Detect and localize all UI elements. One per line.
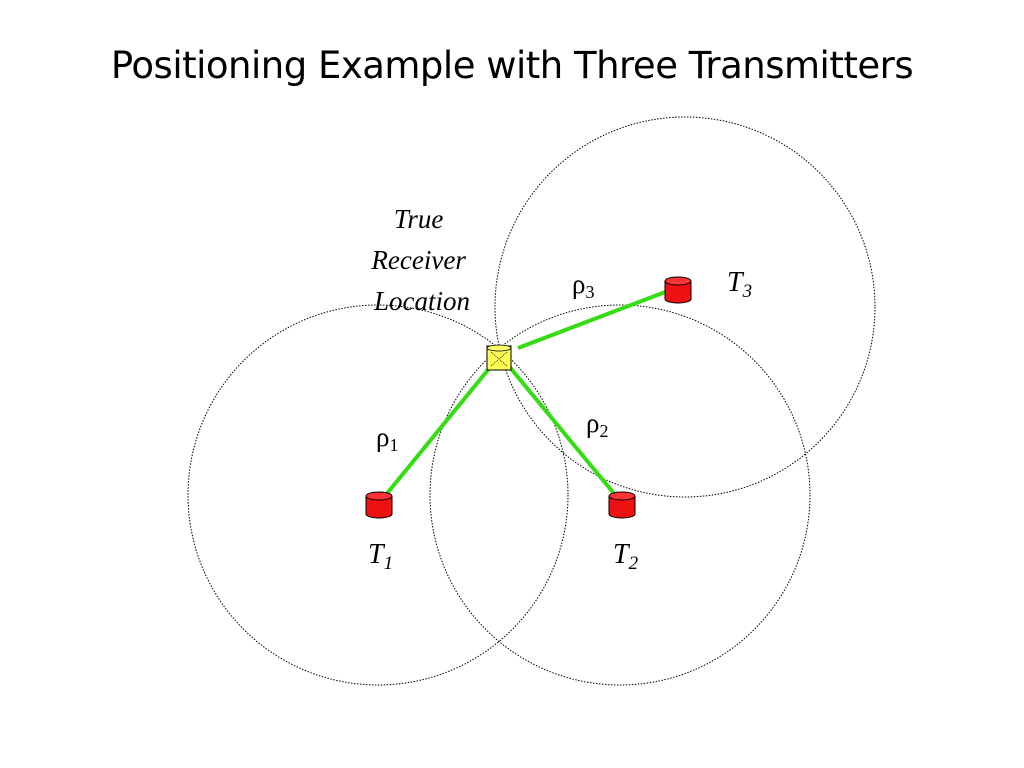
range-line-rho1 [378,363,494,504]
receiver-label: True Receiver Location [370,204,472,316]
range-line-rho2 [506,363,623,504]
range-circle-t1 [187,304,569,686]
receiver-icon [486,344,512,371]
page-title: Positioning Example with Three Transmitt… [110,44,914,87]
range-circle-t2 [429,304,811,686]
range-label-rho3: ρ3 [572,269,594,302]
transmitter-t1-icon [365,491,393,519]
range-circle-t3 [494,116,876,498]
transmitter-label-t3: T3 [727,267,752,302]
range-label-rho1: ρ1 [376,422,398,455]
range-circles [187,116,876,686]
range-label-rho2: ρ2 [586,408,608,441]
transmitter-t3-icon [664,276,692,304]
range-line-rho3 [517,289,669,350]
transmitter-label-t2: T2 [613,539,639,574]
range-lines [378,289,669,504]
transmitter-t2-icon [608,491,636,519]
transmitter-label-t1: T1 [368,539,393,574]
